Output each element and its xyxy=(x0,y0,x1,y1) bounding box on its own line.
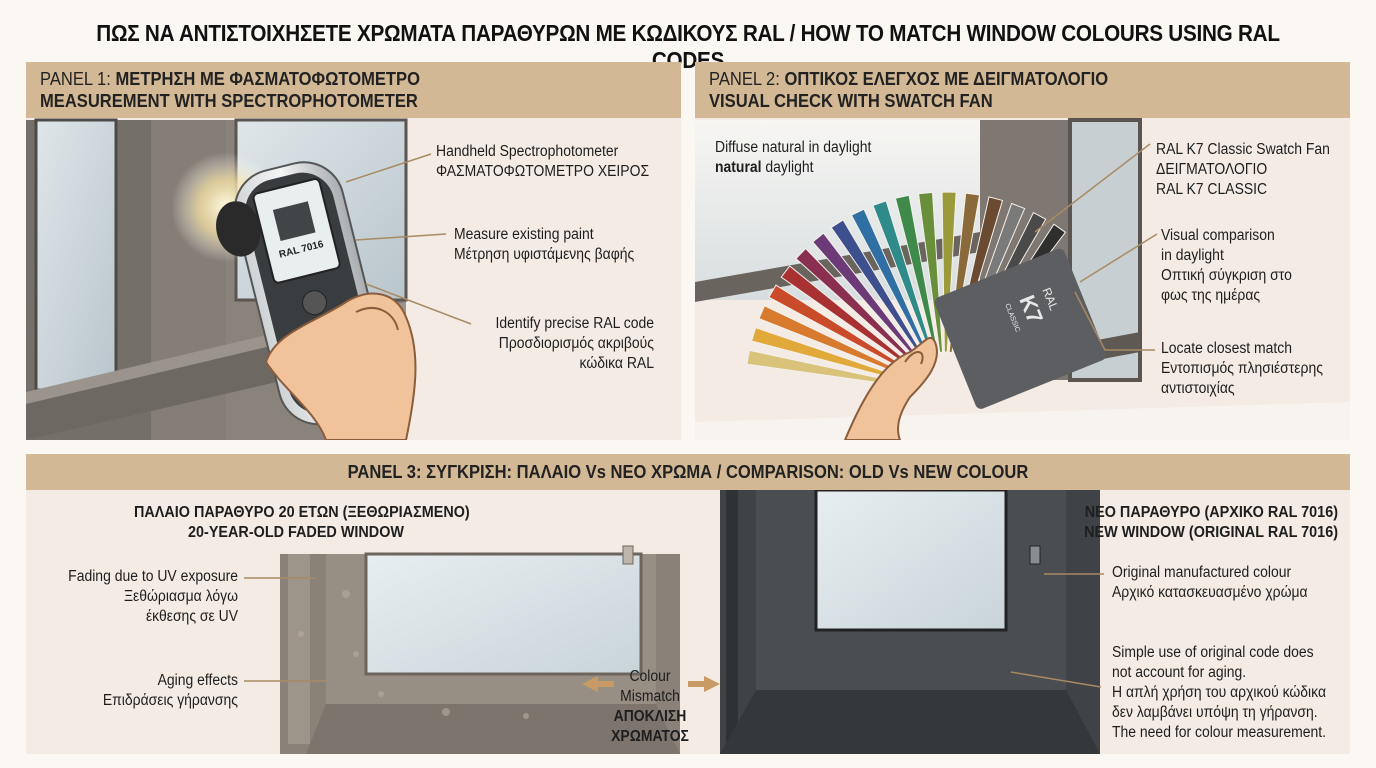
callout-daylight: Diffuse natural in daylight natural dayl… xyxy=(715,139,872,176)
page-title: ΠΩΣ ΝΑ ΑΝΤΙΣΤΟΙΧΗΣΕΤΕ ΧΡΩΜΑΤΑ ΠΑΡΑΘΥΡΩΝ … xyxy=(96,20,1280,73)
panel1-number: PANEL 1: xyxy=(40,69,111,89)
panel2-title-en: VISUAL CHECK WITH SWATCH FAN xyxy=(709,91,993,111)
arrow-left-icon xyxy=(582,676,614,692)
callout-fading: Fading due to UV exposure Ξεθώριασμα λόγ… xyxy=(68,568,238,625)
callout-mismatch: Colour Mismatch ΑΠΟΚΛΙΣΗ ΧΡΩΜΑΤΟΣ xyxy=(611,668,689,745)
callout-simple-use: Simple use of original code does not acc… xyxy=(1112,644,1327,741)
panel2-number: PANEL 2: xyxy=(709,69,780,89)
callout-fan: RAL K7 Classic Swatch Fan ΔΕΙΓΜΑΤΟΛΟΓΙΟ … xyxy=(1156,141,1330,198)
swatch-blade xyxy=(918,191,944,353)
callout-aging: Aging effects Επιδράσεις γήρανσης xyxy=(102,672,238,709)
panel1-title-gr: ΜΕΤΡΗΣΗ ΜΕ ΦΑΣΜΑΤΟΦΩΤΟΜΕΤΡΟ xyxy=(115,69,420,89)
callout-device: Handheld Spectrophotometer ΦΑΣΜΑΤΟΦΩΤΟΜΕ… xyxy=(436,143,650,180)
new-window-title: ΝΕΟ ΠΑΡΑΘΥΡΟ (ΑΡΧΙΚΟ RAL 7016) NEW WINDO… xyxy=(1084,504,1338,541)
callout-identify: Identify precise RAL code Προσδιορισμός … xyxy=(495,315,654,372)
callout-visual: Visual comparison in daylight Οπτική σύγ… xyxy=(1161,227,1292,304)
panel1-title-en: MEASUREMENT WITH SPECTROPHOTOMETER xyxy=(40,91,418,111)
panel3-title: PANEL 3: ΣΥΓΚΡΙΣΗ: ΠΑΛΑΙΟ Vs ΝΕΟ ΧΡΩΜΑ /… xyxy=(347,462,1029,482)
old-window-title: ΠΑΛΑΙΟ ΠΑΡΑΘΥΡΟ 20 ΕΤΩΝ (ΞΕΘΩΡΙΑΣΜΕΝΟ) 2… xyxy=(134,504,470,541)
callout-original: Original manufactured colour Αρχικό κατα… xyxy=(1112,564,1308,601)
panel1-header: PANEL 1: ΜΕΤΡΗΣΗ ΜΕ ΦΑΣΜΑΤΟΦΩΤΟΜΕΤΡΟ MEA… xyxy=(26,62,681,118)
new-window xyxy=(720,488,1100,754)
panel2-illustration: RAL K7 CLASSIC xyxy=(695,118,1350,440)
panel2-title-gr: ΟΠΤΙΚΟΣ ΕΛΕΓΧΟΣ ΜΕ ΔΕΙΓΜΑΤΟΛΟΓΙΟ xyxy=(784,69,1109,89)
old-faded-window xyxy=(280,545,680,754)
panel3-illustration xyxy=(244,488,1104,754)
panel-comparison: PANEL 3: ΣΥΓΚΡΙΣΗ: ΠΑΛΑΙΟ Vs ΝΕΟ ΧΡΩΜΑ /… xyxy=(26,454,1350,754)
panel3-header: PANEL 3: ΣΥΓΚΡΙΣΗ: ΠΑΛΑΙΟ Vs ΝΕΟ ΧΡΩΜΑ /… xyxy=(26,454,1350,490)
arrow-right-icon xyxy=(688,676,720,692)
panel2-header: PANEL 2: ΟΠΤΙΚΟΣ ΕΛΕΓΧΟΣ ΜΕ ΔΕΙΓΜΑΤΟΛΟΓΙ… xyxy=(695,62,1350,118)
panel-swatch-fan: RAL K7 CLASSIC PANEL 2: ΟΠΤΙΚΟΣ ΕΛΕΓΧΟΣ … xyxy=(695,62,1350,440)
panel-spectrophotometer: RAL 7016 PANEL 1: ΜΕΤΡΗΣΗ ΜΕ ΦΑΣΜΑΤΟΦΩΤΟ… xyxy=(26,62,681,440)
panel1-illustration: RAL 7016 xyxy=(26,118,472,440)
callout-locate: Locate closest match Εντοπισμός πλησιέστ… xyxy=(1161,340,1323,397)
callout-measure: Measure existing paint Μέτρηση υφιστάμεν… xyxy=(454,226,635,263)
